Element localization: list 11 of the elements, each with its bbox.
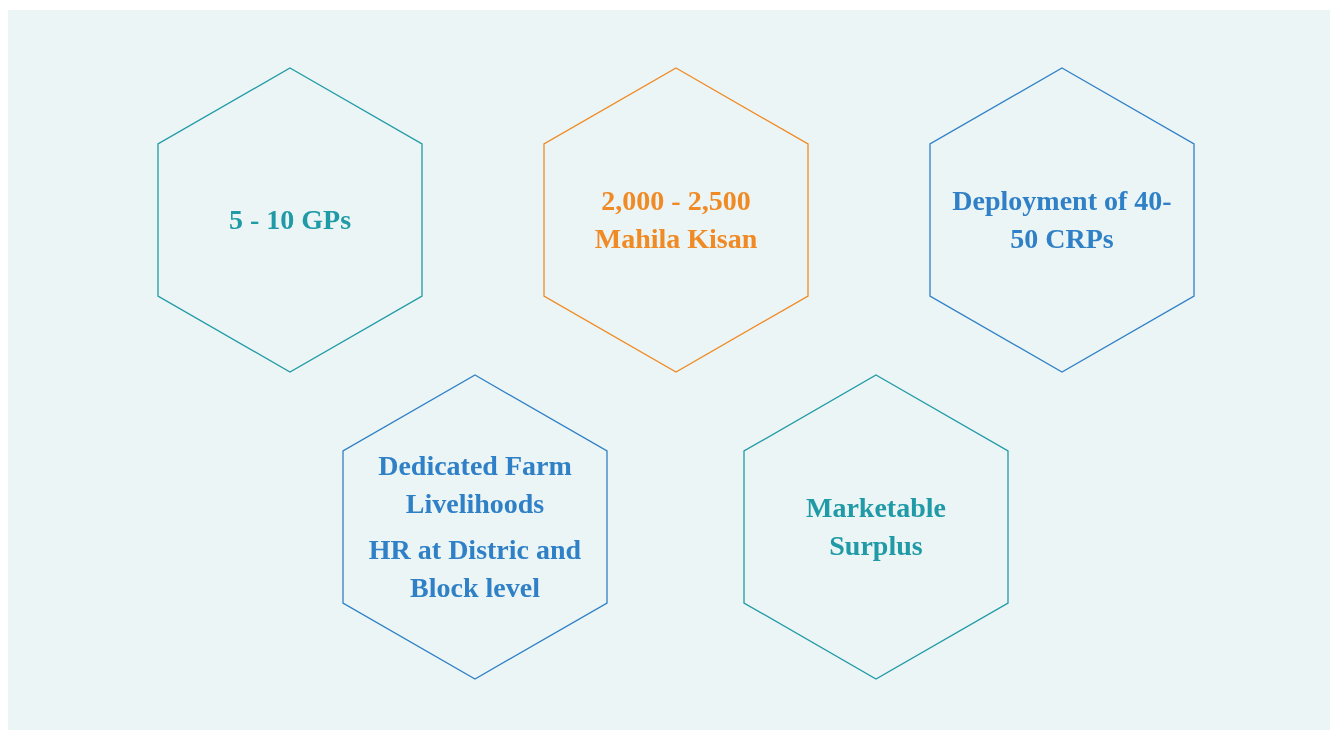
- hexagon-label: Marketable Surplus: [805, 491, 947, 563]
- hexagon-label: Deployment of 40-50 CRPs: [951, 184, 1173, 256]
- hexagon: [743, 374, 1009, 680]
- hexagon-label: 2,000 - 2,500 Mahila Kisan: [593, 184, 759, 256]
- hexagon-label: 5 - 10 GPs: [227, 203, 353, 237]
- hexagon-label: Dedicated Farm Livelihoods: [377, 449, 573, 521]
- hexagon: [929, 67, 1195, 373]
- hexagon: [157, 67, 423, 373]
- hexagon-label: HR at Distric and Block level: [367, 533, 583, 605]
- hexagon: [543, 67, 809, 373]
- hexagon: [342, 374, 608, 680]
